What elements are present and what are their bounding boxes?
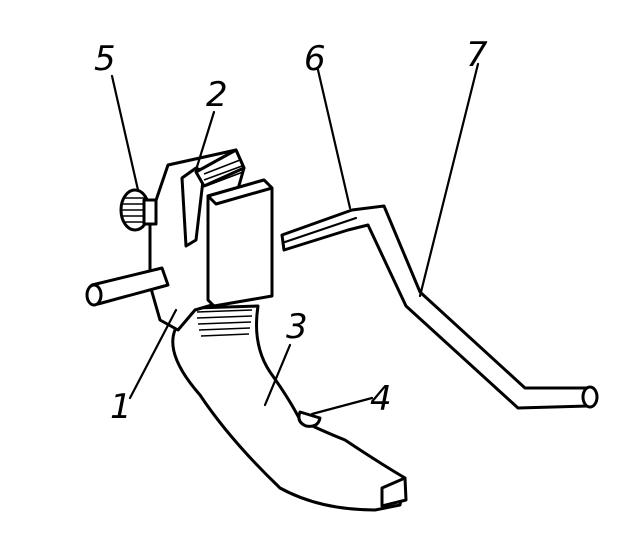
label-7: 7: [466, 35, 488, 75]
slot-clip: [180, 148, 246, 248]
label-5: 5: [94, 39, 116, 79]
front-block: [206, 178, 274, 308]
leader-1: [128, 308, 178, 400]
label-6: 6: [304, 39, 326, 79]
part-labels: 1 2 3 4 5 6 7: [94, 35, 488, 427]
foot-sole: [171, 304, 408, 512]
leader-5: [110, 74, 140, 192]
label-3: 3: [286, 307, 308, 347]
leader-7: [418, 62, 480, 298]
thumb-screw: [119, 188, 158, 232]
leader-3: [263, 343, 292, 407]
label-2: 2: [206, 75, 228, 115]
side-pin: [85, 266, 170, 307]
label-4: 4: [370, 379, 392, 419]
guide-wire: [280, 204, 599, 410]
leader-4: [310, 396, 374, 416]
leader-2: [194, 110, 216, 172]
leader-6: [316, 68, 352, 210]
leader-lines: [110, 62, 480, 416]
label-1: 1: [110, 387, 132, 427]
